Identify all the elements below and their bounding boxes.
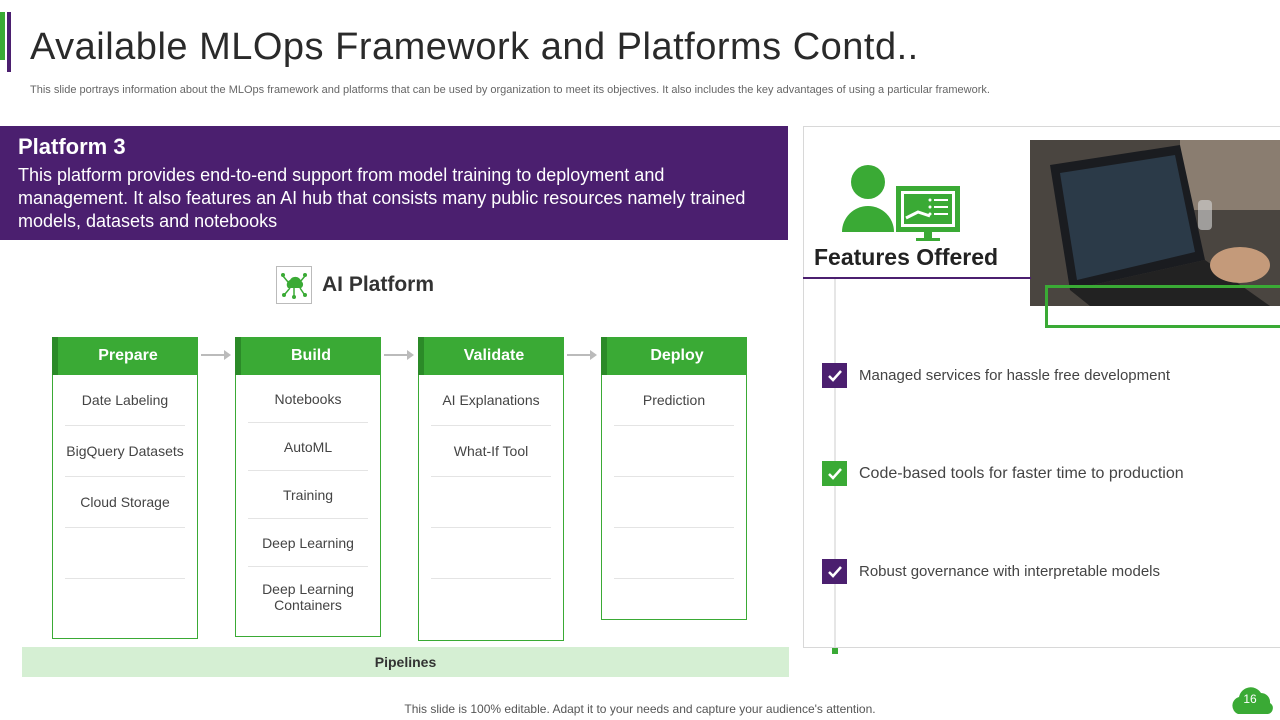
features-title: Features Offered bbox=[814, 244, 999, 270]
stage-item: Deep Learning Containers bbox=[262, 581, 354, 613]
stage-item bbox=[431, 477, 551, 528]
platform-banner: Platform 3 This platform provides end-to… bbox=[0, 126, 788, 240]
stage-item: BigQuery Datasets bbox=[65, 426, 185, 477]
stage-prepare: Prepare Date Labeling BigQuery Datasets … bbox=[52, 337, 198, 639]
stage-item: Cloud Storage bbox=[65, 477, 185, 528]
stage-body: Notebooks AutoML Training Deep Learning … bbox=[235, 375, 381, 637]
feature-item-2: Code-based tools for faster time to prod… bbox=[822, 461, 1184, 486]
stage-header: Validate bbox=[418, 337, 564, 375]
page-number: 16 bbox=[1243, 692, 1257, 706]
stage-item: Deep Learning bbox=[248, 519, 368, 567]
checkbox-icon bbox=[822, 461, 847, 486]
stage-item: AI Explanations bbox=[431, 375, 551, 426]
stage-item: Training bbox=[248, 471, 368, 519]
cloud-icon bbox=[1232, 687, 1273, 714]
page-number-badge: 16 bbox=[1228, 684, 1276, 716]
feature-item-1: Managed services for hassle free develop… bbox=[822, 363, 1170, 388]
feature-item-3: Robust governance with interpretable mod… bbox=[822, 559, 1160, 584]
circuit-cloud-icon bbox=[276, 266, 312, 304]
stage-item: What-If Tool bbox=[431, 426, 551, 477]
footer-note: This slide is 100% editable. Adapt it to… bbox=[404, 702, 876, 716]
stage-item: AutoML bbox=[248, 423, 368, 471]
stage-header: Prepare bbox=[52, 337, 198, 375]
feature-text: Code-based tools for faster time to prod… bbox=[859, 464, 1184, 482]
stage-item: Prediction bbox=[614, 375, 734, 426]
photo-frame-accent bbox=[1045, 285, 1280, 328]
feature-text: Robust governance with interpretable mod… bbox=[859, 563, 1161, 580]
flow-arrow bbox=[201, 350, 231, 360]
stage-body: Date Labeling BigQuery Datasets Cloud St… bbox=[52, 375, 198, 639]
ai-platform-label: AI Platform bbox=[322, 273, 435, 296]
ai-platform-heading: AI Platform bbox=[276, 266, 434, 304]
features-panel bbox=[803, 126, 1280, 648]
stage-validate: Validate AI Explanations What-If Tool bbox=[418, 337, 564, 641]
page-subtitle: This slide portrays information about th… bbox=[30, 84, 990, 96]
stage-body: Prediction bbox=[601, 375, 747, 620]
stage-item: Date Labeling bbox=[65, 375, 185, 426]
title-accent-green bbox=[0, 12, 5, 60]
stage-item bbox=[614, 528, 734, 579]
flow-arrow bbox=[384, 350, 414, 360]
stage-build: Build Notebooks AutoML Training Deep Lea… bbox=[235, 337, 381, 637]
stage-body: AI Explanations What-If Tool bbox=[418, 375, 564, 641]
platform-description: This platform provides end-to-end suppor… bbox=[18, 165, 746, 231]
stage-item bbox=[614, 426, 734, 477]
checkbox-icon bbox=[822, 363, 847, 388]
feature-text: Managed services for hassle free develop… bbox=[859, 367, 1171, 384]
user-presentation-icon bbox=[840, 164, 962, 247]
stage-item bbox=[614, 477, 734, 528]
stage-item bbox=[65, 528, 185, 579]
flow-arrow bbox=[567, 350, 597, 360]
stage-deploy: Deploy Prediction bbox=[601, 337, 747, 620]
stage-item: Notebooks bbox=[248, 375, 368, 423]
laptop-photo bbox=[1030, 140, 1280, 306]
features-underline bbox=[803, 277, 1031, 279]
pipelines-bar: Pipelines bbox=[22, 647, 789, 677]
title-accent-purple bbox=[7, 12, 11, 72]
stage-header: Build bbox=[235, 337, 381, 375]
stage-item bbox=[431, 528, 551, 579]
checkbox-icon bbox=[822, 559, 847, 584]
timeline-end-dot bbox=[832, 648, 838, 654]
stage-header: Deploy bbox=[601, 337, 747, 375]
page-title: Available MLOps Framework and Platforms … bbox=[30, 26, 919, 68]
platform-title: Platform 3 bbox=[18, 134, 126, 159]
